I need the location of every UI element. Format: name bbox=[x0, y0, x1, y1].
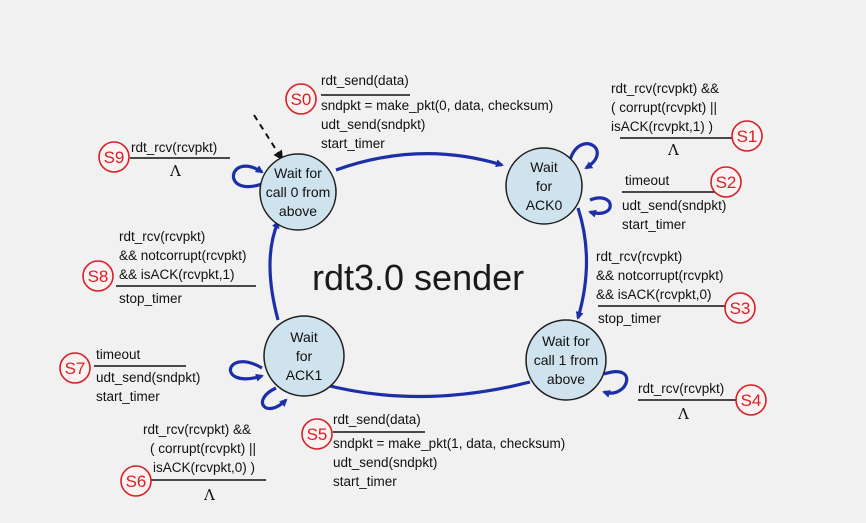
badge-s3 bbox=[724, 292, 756, 324]
svg-text:rdt_rcv(rcvpkt) &&: rdt_rcv(rcvpkt) && bbox=[143, 422, 251, 437]
svg-text:Wait for: Wait for bbox=[542, 333, 590, 349]
self-loop-s4 bbox=[602, 370, 629, 398]
svg-text:S7: S7 bbox=[65, 359, 86, 378]
svg-text:rdt_rcv(rcvpkt) &&: rdt_rcv(rcvpkt) && bbox=[611, 81, 719, 96]
transition-s7: S7 timeout udt_send(sndpkt) start_timer bbox=[59, 347, 200, 404]
svg-text:udt_send(sndpkt): udt_send(sndpkt) bbox=[321, 117, 425, 132]
svg-text:isACK(rcvpkt,0) ): isACK(rcvpkt,0) ) bbox=[153, 460, 255, 475]
self-loop-s6 bbox=[260, 386, 288, 411]
diagram-title: rdt3.0 sender bbox=[312, 257, 524, 298]
arrow-call0-to-ack0 bbox=[335, 152, 504, 172]
svg-text:above: above bbox=[547, 371, 585, 387]
svg-text:sndpkt = make_pkt(1, data, che: sndpkt = make_pkt(1, data, checksum) bbox=[333, 436, 565, 451]
svg-text:isACK(rcvpkt,1) ): isACK(rcvpkt,1) ) bbox=[611, 119, 713, 134]
svg-text:sndpkt = make_pkt(0, data, che: sndpkt = make_pkt(0, data, checksum) bbox=[321, 98, 553, 113]
svg-text:S4: S4 bbox=[741, 391, 762, 410]
svg-text:&& isACK(rcvpkt,0): && isACK(rcvpkt,0) bbox=[596, 287, 712, 302]
svg-text:ACK1: ACK1 bbox=[286, 367, 323, 383]
state-wait-ack0: Wait for ACK0 bbox=[505, 147, 583, 225]
state-wait-call1: Wait for call 1 from above bbox=[525, 319, 607, 401]
svg-text:rdt_send(data): rdt_send(data) bbox=[333, 412, 421, 427]
state-wait-ack1: Wait for ACK1 bbox=[263, 315, 345, 397]
svg-text:( corrupt(rcvpkt) ||: ( corrupt(rcvpkt) || bbox=[150, 441, 256, 456]
self-loop-s9 bbox=[231, 164, 264, 189]
transition-s8: rdt_rcv(rcvpkt) && notcorrupt(rcvpkt) &&… bbox=[82, 229, 256, 306]
svg-text:S2: S2 bbox=[716, 173, 737, 192]
transition-s5: S5 rdt_send(data) sndpkt = make_pkt(1, d… bbox=[301, 412, 565, 489]
svg-text:timeout: timeout bbox=[625, 173, 670, 188]
svg-text:udt_send(sndpkt): udt_send(sndpkt) bbox=[333, 455, 437, 470]
arrow-ack1-to-call0 bbox=[268, 220, 280, 321]
badge-s2 bbox=[710, 166, 742, 198]
svg-text:rdt_rcv(rcvpkt): rdt_rcv(rcvpkt) bbox=[638, 381, 724, 396]
svg-text:udt_send(sndpkt): udt_send(sndpkt) bbox=[622, 198, 726, 213]
svg-text:udt_send(sndpkt): udt_send(sndpkt) bbox=[96, 370, 200, 385]
svg-text:S9: S9 bbox=[104, 148, 125, 167]
transition-s6: rdt_rcv(rcvpkt) && ( corrupt(rcvpkt) || … bbox=[120, 422, 266, 504]
svg-text:S0: S0 bbox=[291, 90, 312, 109]
svg-text:start_timer: start_timer bbox=[333, 474, 397, 489]
transition-s9: S9 rdt_rcv(rcvpkt) Λ bbox=[98, 140, 230, 180]
transition-s0: S0 rdt_send(data) sndpkt = make_pkt(0, d… bbox=[285, 73, 553, 151]
svg-text:start_timer: start_timer bbox=[622, 217, 686, 232]
svg-text:Λ: Λ bbox=[667, 141, 679, 159]
transition-s1: rdt_rcv(rcvpkt) && ( corrupt(rcvpkt) || … bbox=[611, 81, 763, 159]
transition-s4: rdt_rcv(rcvpkt) S4 Λ bbox=[638, 381, 767, 423]
svg-text:Λ: Λ bbox=[203, 486, 215, 504]
badge-s9 bbox=[98, 141, 130, 173]
badge-s0 bbox=[285, 83, 317, 115]
svg-text:rdt_rcv(rcvpkt): rdt_rcv(rcvpkt) bbox=[596, 249, 682, 264]
svg-text:call 0 from: call 0 from bbox=[266, 184, 331, 200]
svg-text:S5: S5 bbox=[307, 425, 328, 444]
svg-text:Wait: Wait bbox=[290, 329, 318, 345]
svg-text:stop_timer: stop_timer bbox=[119, 291, 183, 306]
svg-text:ACK0: ACK0 bbox=[526, 197, 563, 213]
self-loop-s7 bbox=[228, 360, 264, 382]
transition-s2: timeout S2 udt_send(sndpkt) start_timer bbox=[622, 166, 742, 232]
badge-s5 bbox=[301, 418, 333, 450]
svg-text:rdt_rcv(rcvpkt): rdt_rcv(rcvpkt) bbox=[119, 229, 205, 244]
arrow-ack0-to-call1 bbox=[575, 207, 589, 320]
svg-text:S8: S8 bbox=[88, 267, 109, 286]
svg-text:&& notcorrupt(rcvpkt): && notcorrupt(rcvpkt) bbox=[596, 268, 724, 283]
badge-s7 bbox=[59, 352, 91, 384]
svg-text:for: for bbox=[296, 348, 313, 364]
badge-s8 bbox=[82, 260, 114, 292]
state-wait-call0: Wait for call 0 from above bbox=[259, 153, 337, 231]
svg-text:call 1 from: call 1 from bbox=[534, 352, 599, 368]
badge-s6 bbox=[120, 465, 152, 497]
svg-text:S1: S1 bbox=[737, 127, 758, 146]
s0-event: rdt_send(data) bbox=[321, 73, 409, 88]
badge-s1 bbox=[731, 120, 763, 152]
svg-text:Wait: Wait bbox=[530, 159, 558, 175]
svg-text:start_timer: start_timer bbox=[96, 389, 160, 404]
svg-text:timeout: timeout bbox=[96, 347, 141, 362]
svg-text:above: above bbox=[279, 203, 317, 219]
self-loop-s2 bbox=[588, 196, 612, 218]
svg-text:S3: S3 bbox=[730, 299, 751, 318]
initial-arrow bbox=[253, 114, 284, 161]
svg-text:( corrupt(rcvpkt) ||: ( corrupt(rcvpkt) || bbox=[611, 100, 717, 115]
svg-text:rdt_rcv(rcvpkt): rdt_rcv(rcvpkt) bbox=[131, 140, 217, 155]
svg-text:S6: S6 bbox=[126, 472, 147, 491]
svg-text:stop_timer: stop_timer bbox=[598, 311, 662, 326]
svg-text:start_timer: start_timer bbox=[321, 136, 385, 151]
svg-text:Λ: Λ bbox=[169, 162, 181, 180]
svg-text:Λ: Λ bbox=[677, 405, 689, 423]
svg-text:Wait for: Wait for bbox=[274, 165, 322, 181]
svg-text:&& notcorrupt(rcvpkt): && notcorrupt(rcvpkt) bbox=[119, 248, 247, 263]
svg-text:for: for bbox=[536, 178, 553, 194]
svg-text:&& isACK(rcvpkt,1): && isACK(rcvpkt,1) bbox=[119, 267, 235, 282]
badge-s4 bbox=[735, 384, 767, 416]
arrow-call1-to-ack1 bbox=[320, 380, 531, 399]
transition-s3: rdt_rcv(rcvpkt) && notcorrupt(rcvpkt) &&… bbox=[596, 249, 756, 326]
self-loop-s1 bbox=[568, 142, 599, 170]
